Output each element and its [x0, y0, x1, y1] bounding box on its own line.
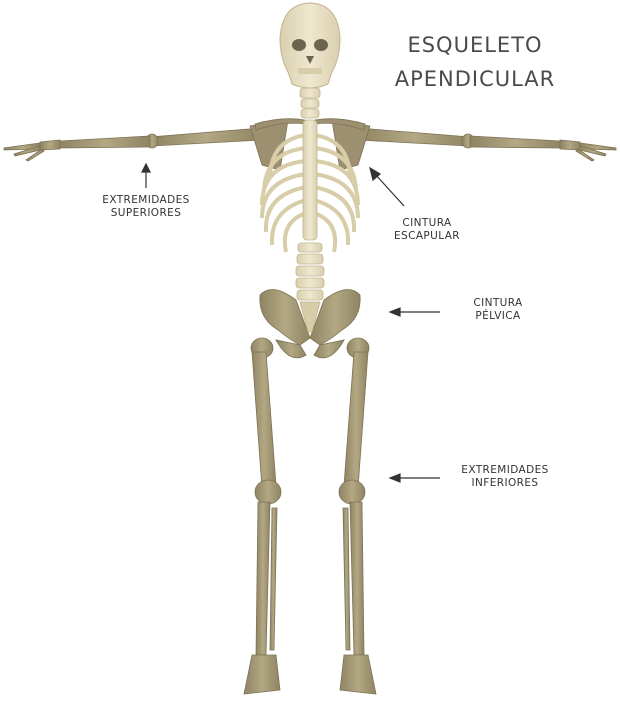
title-line-2: APENDICULAR [394, 67, 556, 91]
left-leg [243, 337, 282, 695]
arrow-lower-limbs [388, 473, 440, 483]
pelvis [259, 289, 361, 359]
label-upper-limbs: EXTREMIDADES SUPERIORES [76, 194, 216, 220]
arrow-upper-limbs [141, 162, 151, 188]
skull [279, 2, 341, 89]
label-shoulder-girdle: CINTURA ESCAPULAR [372, 217, 482, 243]
left-arm [3, 127, 263, 162]
label-lower-limbs-line-1: EXTREMIDADES [461, 464, 549, 476]
label-shoulder-girdle-line-2: ESCAPULAR [393, 230, 460, 242]
right-leg [338, 337, 377, 695]
spine [295, 87, 325, 301]
label-upper-limbs-line-2: SUPERIORES [110, 207, 182, 219]
label-shoulder-girdle-line-1: CINTURA [402, 217, 452, 229]
title-line-1: ESQUELETO [407, 33, 543, 57]
label-lower-limbs: EXTREMIDADES INFERIORES [440, 464, 570, 490]
label-lower-limbs-line-2: INFERIORES [471, 477, 539, 489]
label-pelvic-girdle: CINTURA PÉLVICA [448, 297, 548, 323]
right-arm [357, 127, 617, 162]
arrow-pelvic-girdle [388, 307, 440, 317]
arrow-shoulder-girdle [369, 166, 405, 207]
label-pelvic-girdle-line-1: CINTURA [473, 297, 523, 309]
ribcage [260, 133, 360, 253]
label-upper-limbs-line-1: EXTREMIDADES [102, 194, 190, 206]
diagram-title: ESQUELETO APENDICULAR [375, 28, 575, 96]
label-pelvic-girdle-line-2: PÉLVICA [475, 310, 521, 322]
shoulder-girdle [249, 118, 371, 171]
